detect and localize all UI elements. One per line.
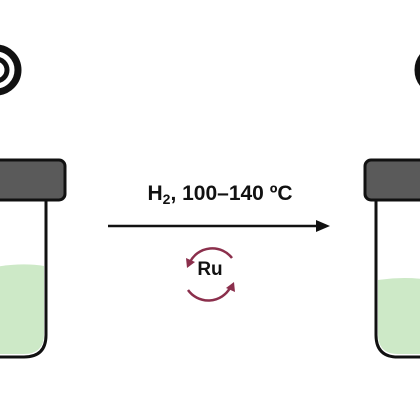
reagent-gas: H [147, 182, 163, 205]
catalyst-label: Ru [197, 259, 223, 280]
left-target-icon [0, 44, 22, 96]
catalyst-cycle-icon [186, 247, 235, 302]
temperature-range: , 100–140 ºC [170, 182, 293, 205]
right-jar-lid [363, 158, 420, 202]
left-jar [0, 158, 67, 359]
reagent-subscript: 2 [162, 191, 171, 207]
right-target-icon [414, 54, 420, 86]
reaction-arrow [108, 220, 330, 232]
left-jar-liquid [0, 264, 44, 354]
right-jar-liquid [378, 278, 420, 354]
reaction-conditions: H2, 100–140 ºC [110, 182, 330, 207]
right-jar [363, 158, 420, 359]
left-jar-lid [0, 158, 67, 202]
